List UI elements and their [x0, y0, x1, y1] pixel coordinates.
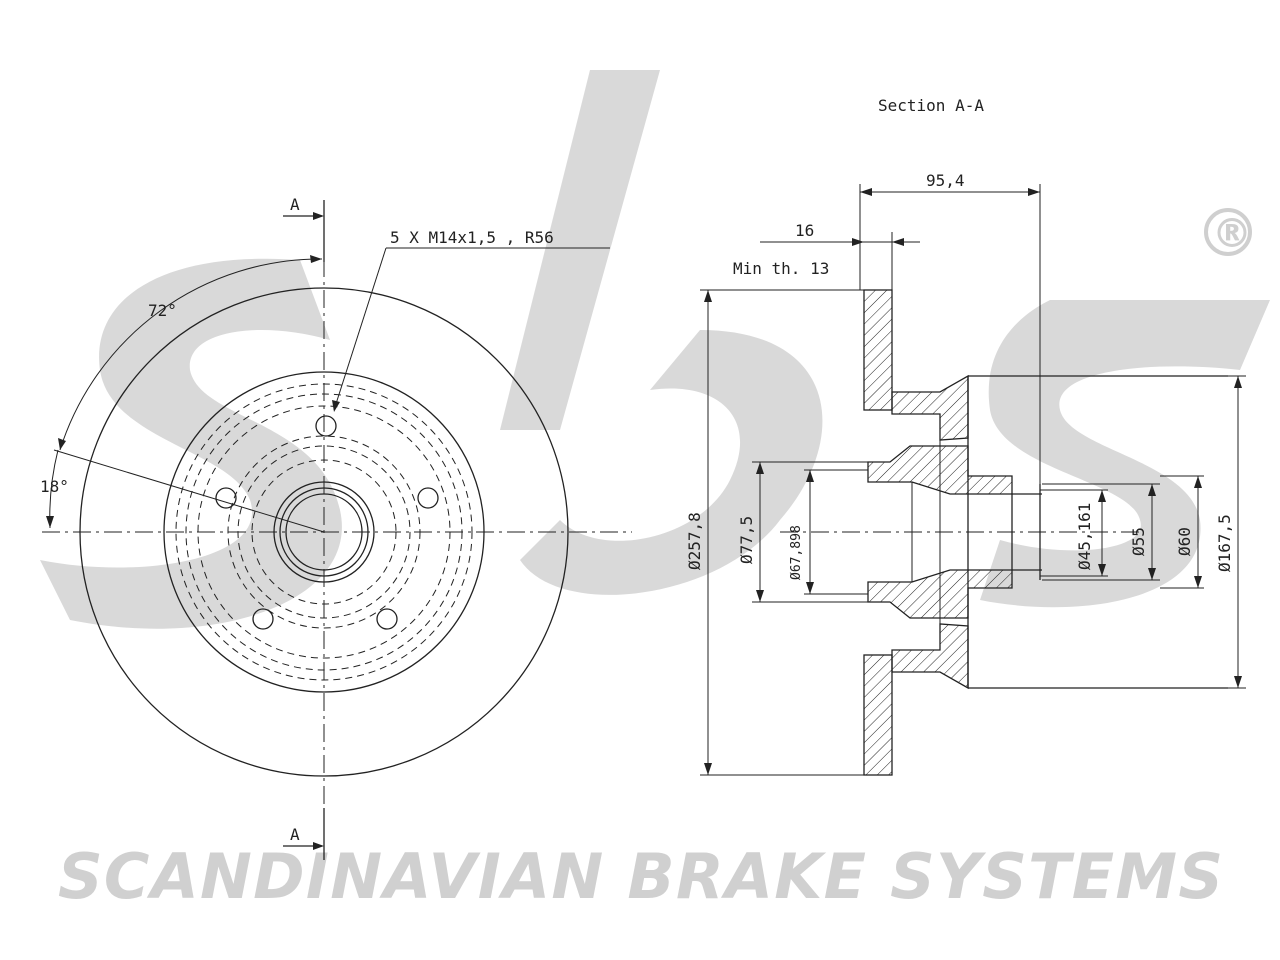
disc-outer-edge — [79, 287, 569, 777]
dim-d60-label: Ø60 — [1175, 527, 1194, 556]
section-marker-top: A — [283, 195, 325, 262]
section-view: Section A-A — [685, 96, 1246, 776]
angle-18-reference-line — [53, 449, 325, 533]
angle-18-label: 18° — [40, 477, 69, 496]
registered-mark-glyph: ® — [1212, 211, 1252, 257]
bolt-spec-label: 5 X M14x1,5 , R56 — [390, 228, 554, 247]
bolt-hole — [215, 487, 237, 509]
angle-72-label: 72° — [148, 301, 177, 320]
dim-min-thickness-label: Min th. 13 — [733, 259, 829, 278]
dim-d45: Ø45,161 — [1040, 489, 1108, 577]
bolt-spec-leader — [333, 247, 387, 411]
dim-d45-label: Ø45,161 — [1075, 503, 1094, 570]
section-label-bottom: A — [290, 825, 300, 844]
bolt-holes — [215, 415, 439, 630]
dim-total-height-label: 95,4 — [926, 171, 965, 190]
dim-outer-diameter: Ø257,8 — [685, 289, 864, 776]
center-bore-inner — [285, 493, 363, 571]
brand-watermark-text: SCANDINAVIAN BRAKE SYSTEMS — [58, 840, 1223, 913]
dim-d60: Ø60 — [1160, 475, 1204, 589]
bolt-hole — [252, 608, 274, 630]
dim-d77-label: Ø77,5 — [737, 516, 756, 564]
dim-outer-diameter-label: Ø257,8 — [685, 512, 704, 570]
center-bore-outer — [273, 481, 375, 583]
hat-outer-circle — [163, 371, 485, 693]
bolt-hole — [376, 608, 398, 630]
dim-thickness-label: 16 — [795, 221, 814, 240]
bolt-hole — [417, 487, 439, 509]
dim-d167-label: Ø167,5 — [1215, 514, 1234, 572]
section-marker-bottom: A — [283, 808, 325, 860]
dim-d167: Ø167,5 — [1215, 375, 1246, 689]
registered-mark: ® — [1204, 208, 1252, 257]
dim-d67: Ø67,898 — [789, 469, 868, 595]
dim-d77: Ø77,5 — [737, 461, 868, 603]
bolt-hole — [315, 415, 337, 437]
dim-total-height: 95,4 — [859, 171, 1041, 484]
dim-d67-label: Ø67,898 — [789, 525, 804, 580]
section-label-top: A — [290, 195, 300, 214]
angle-72-arc — [59, 258, 323, 451]
section-title: Section A-A — [878, 96, 984, 115]
dim-thickness: 16 Min th. 13 — [733, 221, 920, 290]
dim-d55-label: Ø55 — [1129, 527, 1148, 556]
front-view: A A 5 X M14x1,5 , R — [40, 195, 632, 860]
dim-d55: Ø55 — [1042, 483, 1160, 581]
